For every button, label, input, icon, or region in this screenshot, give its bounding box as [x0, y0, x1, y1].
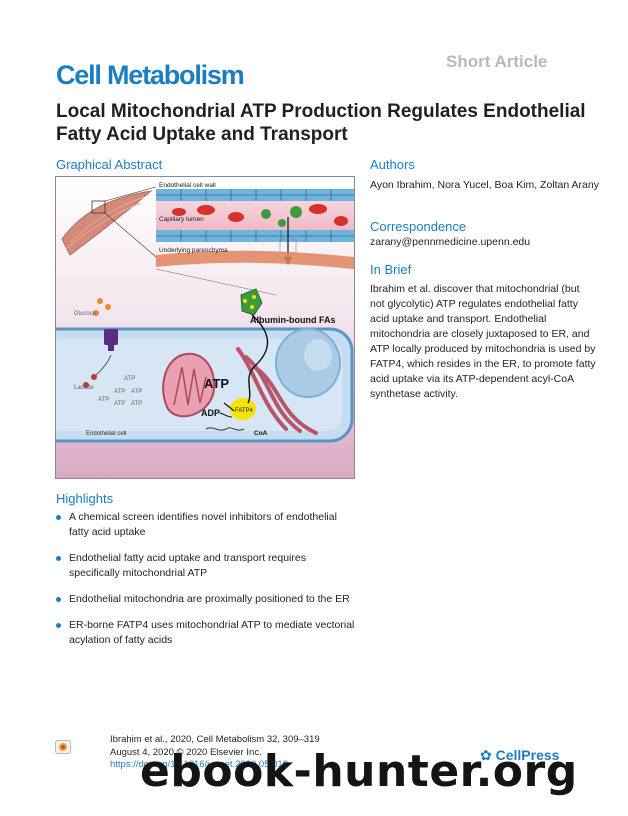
label-coa: CoA: [254, 430, 268, 437]
highlight-item: ER-borne FATP4 uses mitochondrial ATP to…: [56, 618, 356, 648]
label-cell-wall: Endothelial cell wall: [159, 182, 216, 189]
endothelial-cell-illustration: FATP4: [56, 288, 354, 443]
highlight-item: Endothelial mitochondria are proximally …: [56, 592, 356, 607]
capillary-vessel: [155, 189, 354, 296]
check-for-updates-icon[interactable]: [55, 740, 71, 754]
cellpress-logo: ✿ CellPress: [480, 747, 559, 764]
label-atp-6: ATP: [131, 401, 142, 407]
label-atp-5: ATP: [114, 401, 125, 407]
citation-line: Ibrahim et al., 2020, Cell Metabolism 32…: [110, 734, 320, 745]
bullet-icon: [56, 597, 61, 602]
authors-list: Ayon Ibrahim, Nora Yucel, Boa Kim, Zolta…: [370, 179, 599, 191]
label-glucose: Glucose: [74, 311, 97, 317]
label-endothelial-cell: Endothelial cell: [86, 431, 126, 437]
label-lactate: Lactate: [74, 385, 94, 391]
citation-date: August 4, 2020 © 2020 Elsevier Inc.: [110, 746, 262, 758]
label-capillary-lumen: Capillary lumen: [159, 216, 204, 223]
bullet-icon: [56, 556, 61, 561]
label-atp-main: ATP: [204, 376, 229, 391]
label-atp-2: ATP: [114, 389, 125, 395]
in-brief-heading: In Brief: [370, 262, 412, 277]
graphical-abstract-figure: Endothelial cell wall Capillary lumen Un…: [55, 176, 355, 479]
highlights-heading: Highlights: [56, 491, 114, 506]
bullet-icon: [56, 623, 61, 628]
highlight-text: Endothelial fatty acid uptake and transp…: [69, 552, 306, 579]
label-atp-4: ATP: [98, 397, 109, 403]
citation-block: Ibrahim et al., 2020, Cell Metabolism 32…: [110, 734, 320, 772]
label-fatp4: FATP4: [235, 408, 254, 414]
highlight-text: A chemical screen identifies novel inhib…: [69, 511, 337, 538]
publisher-name: CellPress: [495, 747, 560, 763]
highlight-item: A chemical screen identifies novel inhib…: [56, 510, 356, 540]
bullet-icon: [56, 515, 61, 520]
muscle-illustration: [61, 186, 157, 258]
authors-heading: Authors: [370, 157, 415, 172]
correspondence-email[interactable]: zarany@pennmedicine.upenn.edu: [370, 236, 531, 248]
label-atp-1: ATP: [124, 376, 135, 382]
cellpress-icon: ✿: [480, 747, 492, 763]
label-atp-3: ATP: [131, 389, 142, 395]
highlight-item: Endothelial fatty acid uptake and transp…: [56, 551, 356, 581]
label-adp: ADP: [201, 408, 220, 418]
article-type-label: Short Article: [446, 52, 548, 71]
correspondence-heading: Correspondence: [370, 219, 467, 234]
journal-name: Cell Metabolism: [56, 60, 245, 90]
in-brief-text: Ibrahim et al. discover that mitochondri…: [370, 283, 596, 400]
label-parenchyma: Underlying parenchyma: [159, 247, 228, 254]
highlight-text: ER-borne FATP4 uses mitochondrial ATP to…: [69, 619, 355, 646]
watermark-text: ebook-hunter.org: [140, 746, 578, 797]
doi-link[interactable]: https://doi.org/10.1016/j.cmet.2020.05.0…: [110, 759, 288, 770]
article-title: Local Mitochondrial ATP Production Regul…: [56, 101, 586, 145]
highlights-list: A chemical screen identifies novel inhib…: [56, 510, 356, 659]
label-albumin: Albumin-bound FAs: [250, 315, 336, 325]
highlight-text: Endothelial mitochondria are proximally …: [69, 593, 350, 605]
graphical-abstract-heading: Graphical Abstract: [56, 157, 163, 172]
